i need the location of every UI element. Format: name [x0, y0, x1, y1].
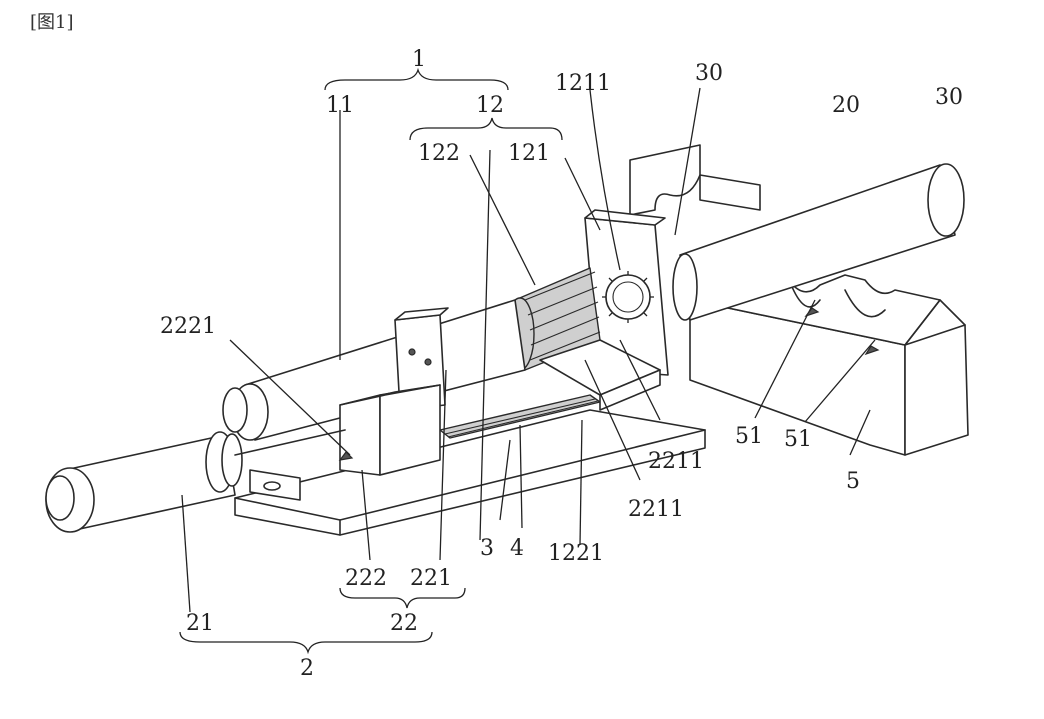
label-51-right: 51 [784, 427, 812, 452]
label-2: 2 [300, 656, 314, 681]
label-2221: 2221 [160, 314, 216, 339]
label-11: 11 [326, 93, 354, 118]
label-3: 3 [480, 536, 494, 561]
label-20: 20 [832, 93, 860, 118]
label-121: 121 [508, 141, 550, 166]
label-2211-upper: 2211 [648, 449, 704, 474]
label-222: 222 [345, 566, 387, 591]
label-221: 221 [410, 566, 452, 591]
label-21: 21 [186, 611, 214, 636]
label-1211: 1211 [555, 71, 611, 96]
label-30-left: 30 [695, 61, 723, 86]
label-12: 12 [476, 93, 504, 118]
label-30-right: 30 [935, 85, 963, 110]
figure-header: [图1] [30, 12, 74, 33]
label-22: 22 [390, 611, 418, 636]
label-1: 1 [412, 47, 426, 72]
label-122: 122 [418, 141, 460, 166]
label-1221: 1221 [548, 541, 604, 566]
label-51-left: 51 [735, 424, 763, 449]
label-4: 4 [510, 536, 524, 561]
rear-saddle [630, 145, 760, 215]
label-5: 5 [846, 469, 860, 494]
label-2211-lower: 2211 [628, 497, 684, 522]
